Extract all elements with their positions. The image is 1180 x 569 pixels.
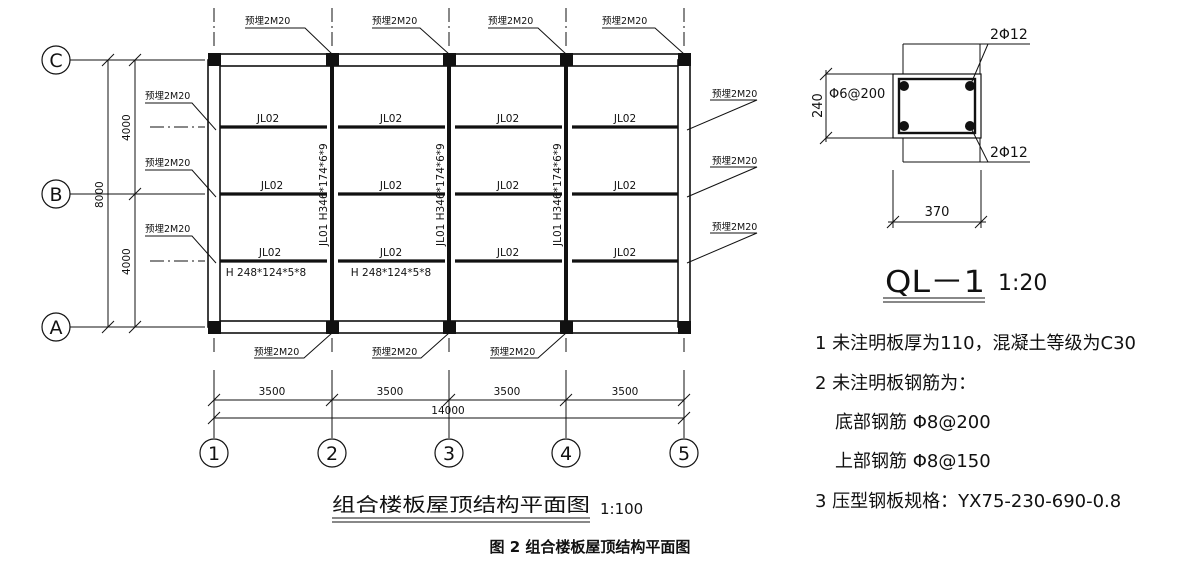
section-bottom-bars: 2Φ12 xyxy=(990,145,1028,161)
dim-bay: 3500 xyxy=(612,386,639,398)
dim-half-y: 4000 xyxy=(121,114,133,141)
anchor-label: 预埋2M20 xyxy=(254,347,299,358)
dim-total-y: 8000 xyxy=(94,181,106,208)
note-line: 上部钢筋 Φ8@150 xyxy=(835,451,991,472)
jl02-labels: JL02 JL02 JL02 JL02 JL02 JL02 JL02 JL02 … xyxy=(226,113,636,279)
figure-caption: 图 2 组合楼板屋顶结构平面图 xyxy=(489,538,691,556)
grid-bubble-5: 5 xyxy=(678,443,690,465)
jl02-label: JL02 xyxy=(379,113,402,125)
jl02-label: JL02 xyxy=(496,113,519,125)
jl01-label: JL01 H346*174*6*9 xyxy=(318,143,330,247)
jl02-label: JL02 xyxy=(613,113,636,125)
anchor-label: 预埋2M20 xyxy=(602,16,647,27)
jl02-label: JL02 xyxy=(258,247,281,259)
anchor-label: 预埋2M20 xyxy=(372,347,417,358)
note-line: 3 压型钢板规格：YX75-230-690-0.8 xyxy=(815,491,1121,512)
vertical-dimensions xyxy=(101,53,142,334)
jl02-label: JL02 xyxy=(256,113,279,125)
anchor-leaders xyxy=(145,27,758,359)
anchor-label: 预埋2M20 xyxy=(490,347,535,358)
h248-label: H 248*124*5*8 xyxy=(226,267,306,279)
grid-bubble-3: 3 xyxy=(443,443,455,465)
grid-bubble-b: B xyxy=(49,184,62,206)
row-grid-bubbles: C B A xyxy=(41,45,71,342)
grid-bubble-4: 4 xyxy=(560,443,572,465)
jl01-labels: JL01 H346*174*6*9 JL01 H346*174*6*9 JL01… xyxy=(318,143,564,247)
jl02-label: JL02 xyxy=(613,247,636,259)
jl01-label: JL01 H346*174*6*9 xyxy=(435,143,447,247)
dim-half-y: 4000 xyxy=(121,248,133,275)
dim-bay: 3500 xyxy=(494,386,521,398)
columns xyxy=(208,53,691,334)
section-top-bars: 2Φ12 xyxy=(990,27,1028,43)
anchor-label: 预埋2M20 xyxy=(712,222,757,233)
note-line: 底部钢筋 Φ8@200 xyxy=(835,412,991,433)
horizontal-dimensions xyxy=(207,370,691,438)
anchor-label: 预埋2M20 xyxy=(145,158,190,169)
general-notes: 1 未注明板厚为110，混凝土等级为C30 2 未注明板钢筋为： 底部钢筋 Φ8… xyxy=(815,333,1136,512)
anchor-labels: 预埋2M20 预埋2M20 预埋2M20 预埋2M20 预埋2M20 预埋2M2… xyxy=(145,16,757,358)
structural-plan-drawing: JL02 JL02 JL02 JL02 JL02 JL02 JL02 JL02 … xyxy=(41,8,1136,523)
dim-total-x: 14000 xyxy=(431,405,464,417)
grid-bubble-1: 1 xyxy=(208,443,220,465)
anchor-label: 预埋2M20 xyxy=(488,16,533,27)
jl02-label: JL02 xyxy=(496,180,519,192)
section-width: 370 xyxy=(925,205,950,220)
section-title: QL－1 xyxy=(885,265,985,300)
jl02-label: JL02 xyxy=(379,180,402,192)
grid-bubble-a: A xyxy=(50,317,63,339)
dim-bay: 3500 xyxy=(259,386,286,398)
axis-lines xyxy=(70,8,685,352)
plan-title: 组合楼板屋顶结构平面图 xyxy=(332,494,590,516)
anchor-label: 预埋2M20 xyxy=(372,16,417,27)
anchor-label: 预埋2M20 xyxy=(712,156,757,167)
section-ql1 xyxy=(819,43,1030,229)
dim-bay: 3500 xyxy=(377,386,404,398)
jl02-label: JL02 xyxy=(379,247,402,259)
grid-bubble-c: C xyxy=(49,50,62,72)
h248-label: H 248*124*5*8 xyxy=(351,267,431,279)
anchor-label: 预埋2M20 xyxy=(145,91,190,102)
main-beams-jl01 xyxy=(330,66,568,321)
jl01-label: JL01 H346*174*6*9 xyxy=(552,143,564,247)
note-line: 2 未注明板钢筋为： xyxy=(815,373,976,394)
jl02-label: JL02 xyxy=(613,180,636,192)
anchor-label: 预埋2M20 xyxy=(245,16,290,27)
secondary-beams-jl02 xyxy=(220,125,678,263)
note-line: 1 未注明板厚为110，混凝土等级为C30 xyxy=(815,333,1136,354)
column-grid-bubbles: 1 2 3 4 5 xyxy=(199,438,699,468)
section-height: 240 xyxy=(811,93,826,118)
section-stirrup: Φ6@200 xyxy=(829,87,885,102)
section-scale: 1:20 xyxy=(998,271,1047,296)
jl02-label: JL02 xyxy=(496,247,519,259)
jl02-label: JL02 xyxy=(260,180,283,192)
plan-scale: 1:100 xyxy=(600,500,643,518)
anchor-label: 预埋2M20 xyxy=(145,224,190,235)
anchor-label: 预埋2M20 xyxy=(712,89,757,100)
grid-bubble-2: 2 xyxy=(326,443,338,465)
